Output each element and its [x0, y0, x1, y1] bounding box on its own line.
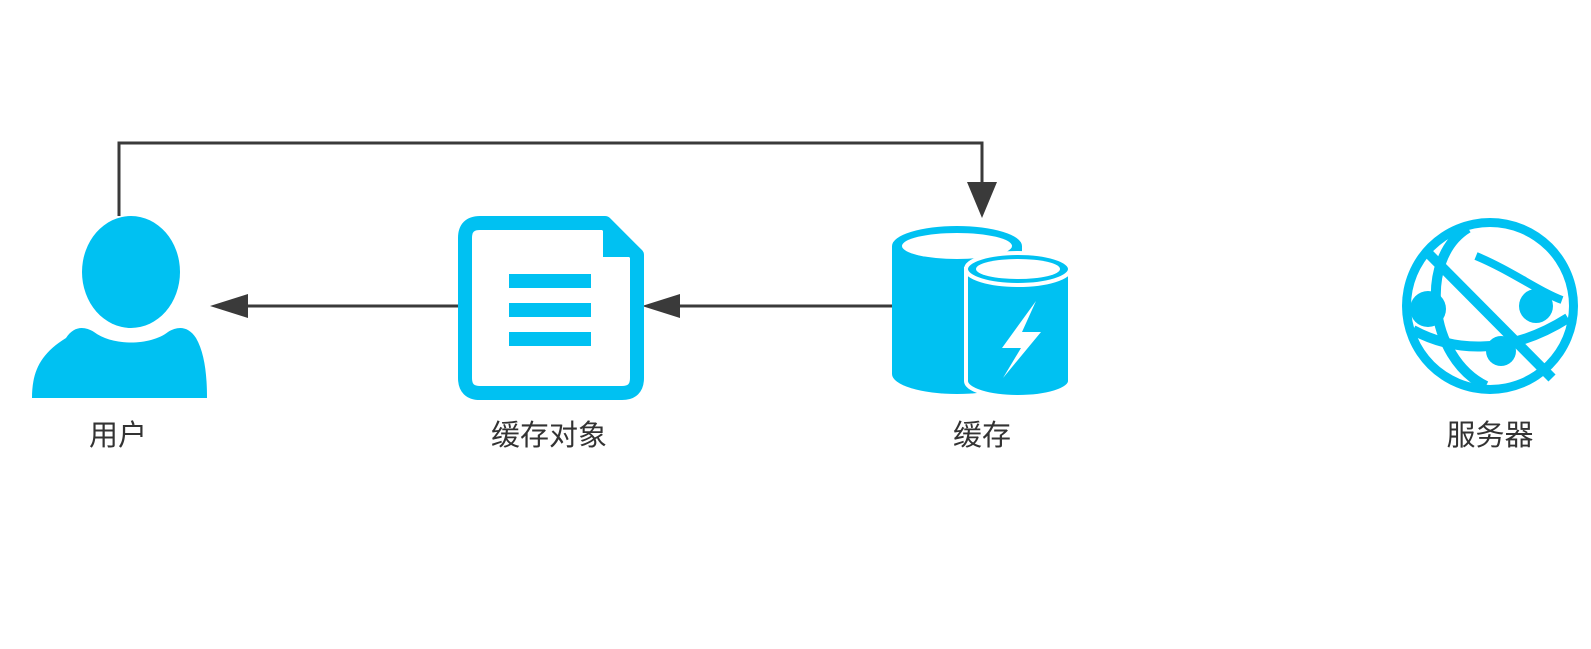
database-lightning-icon — [892, 226, 1072, 399]
edge-user-to-cache — [117, 141, 997, 218]
node-cache-object: 缓存对象 — [458, 216, 644, 452]
node-user: 用户 — [32, 216, 207, 452]
node-label-cache: 缓存 — [953, 418, 1011, 452]
node-cache: 缓存 — [892, 226, 1072, 452]
arrowhead-left-icon — [210, 294, 248, 318]
edge-cache-object-to-user — [210, 294, 458, 318]
arrowhead-down-icon — [967, 182, 997, 218]
node-label-user: 用户 — [89, 418, 147, 452]
document-icon — [458, 216, 644, 400]
node-label-server: 服务器 — [1446, 418, 1533, 452]
edge-cache-to-cache-object — [642, 294, 893, 318]
node-label-cache-object: 缓存对象 — [491, 418, 607, 452]
arrowhead-left-icon — [642, 294, 680, 318]
globe-network-icon — [1402, 218, 1578, 394]
user-icon — [32, 216, 207, 398]
node-server: 服务器 — [1402, 218, 1578, 452]
